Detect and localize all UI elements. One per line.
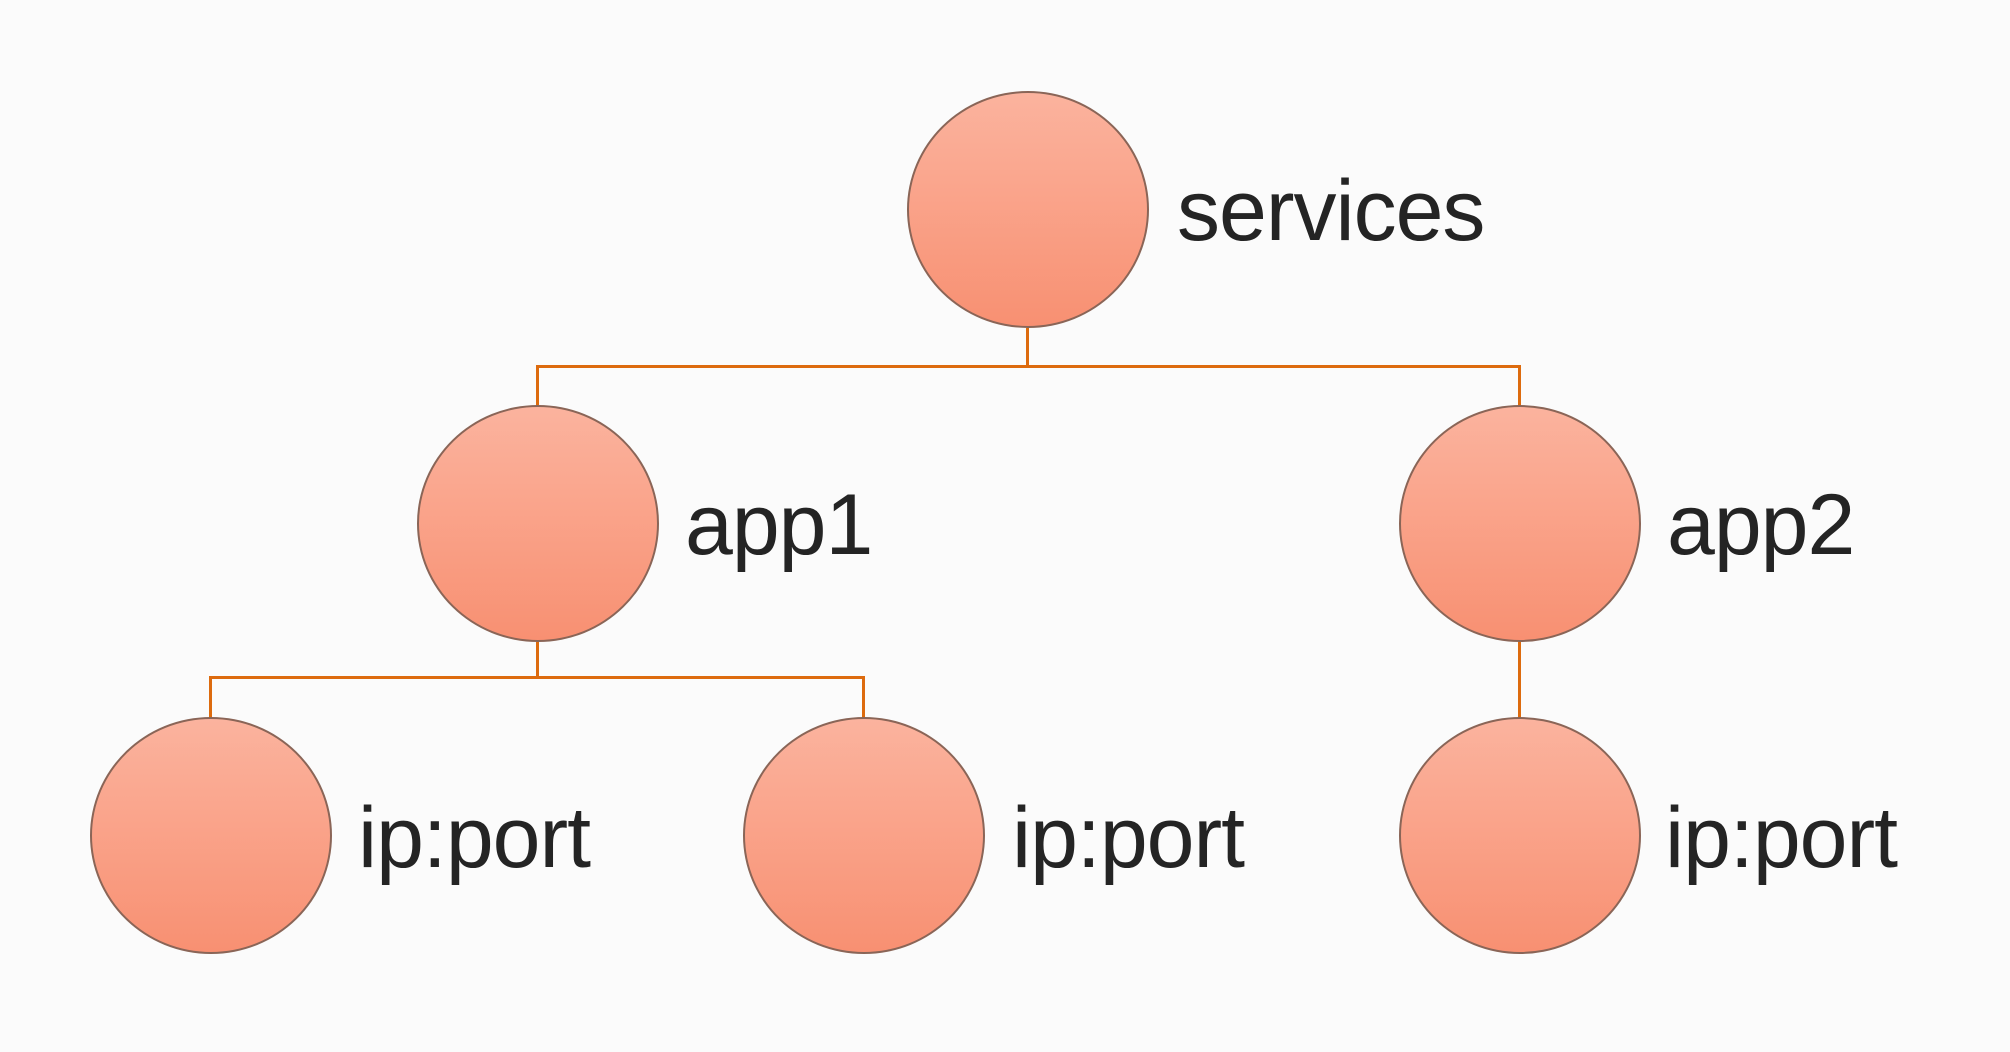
label-app1: app1 bbox=[685, 477, 873, 573]
connector-level3-horizontal bbox=[209, 676, 865, 679]
connector-level2-horizontal bbox=[536, 365, 1521, 368]
node-circle-services bbox=[907, 91, 1149, 328]
label-ipport-2: ip:port bbox=[1012, 790, 1245, 886]
connector-drop-app2 bbox=[1518, 365, 1521, 407]
node-circle-ipport-3 bbox=[1399, 717, 1641, 954]
label-ipport-1: ip:port bbox=[358, 790, 591, 886]
node-circle-ipport-1 bbox=[90, 717, 332, 954]
label-app2: app2 bbox=[1667, 477, 1855, 573]
label-ipport-3: ip:port bbox=[1665, 790, 1898, 886]
connector-drop-leaf1 bbox=[209, 676, 212, 719]
connector-drop-app1 bbox=[536, 365, 539, 407]
connector-root-stem bbox=[1026, 328, 1029, 368]
connector-app1-stem bbox=[536, 642, 539, 679]
node-circle-app1 bbox=[417, 405, 659, 642]
node-circle-ipport-2 bbox=[743, 717, 985, 954]
node-circle-app2 bbox=[1399, 405, 1641, 642]
connector-app2-leaf3 bbox=[1518, 642, 1521, 719]
label-services: services bbox=[1177, 163, 1485, 259]
connector-drop-leaf2 bbox=[862, 676, 865, 719]
